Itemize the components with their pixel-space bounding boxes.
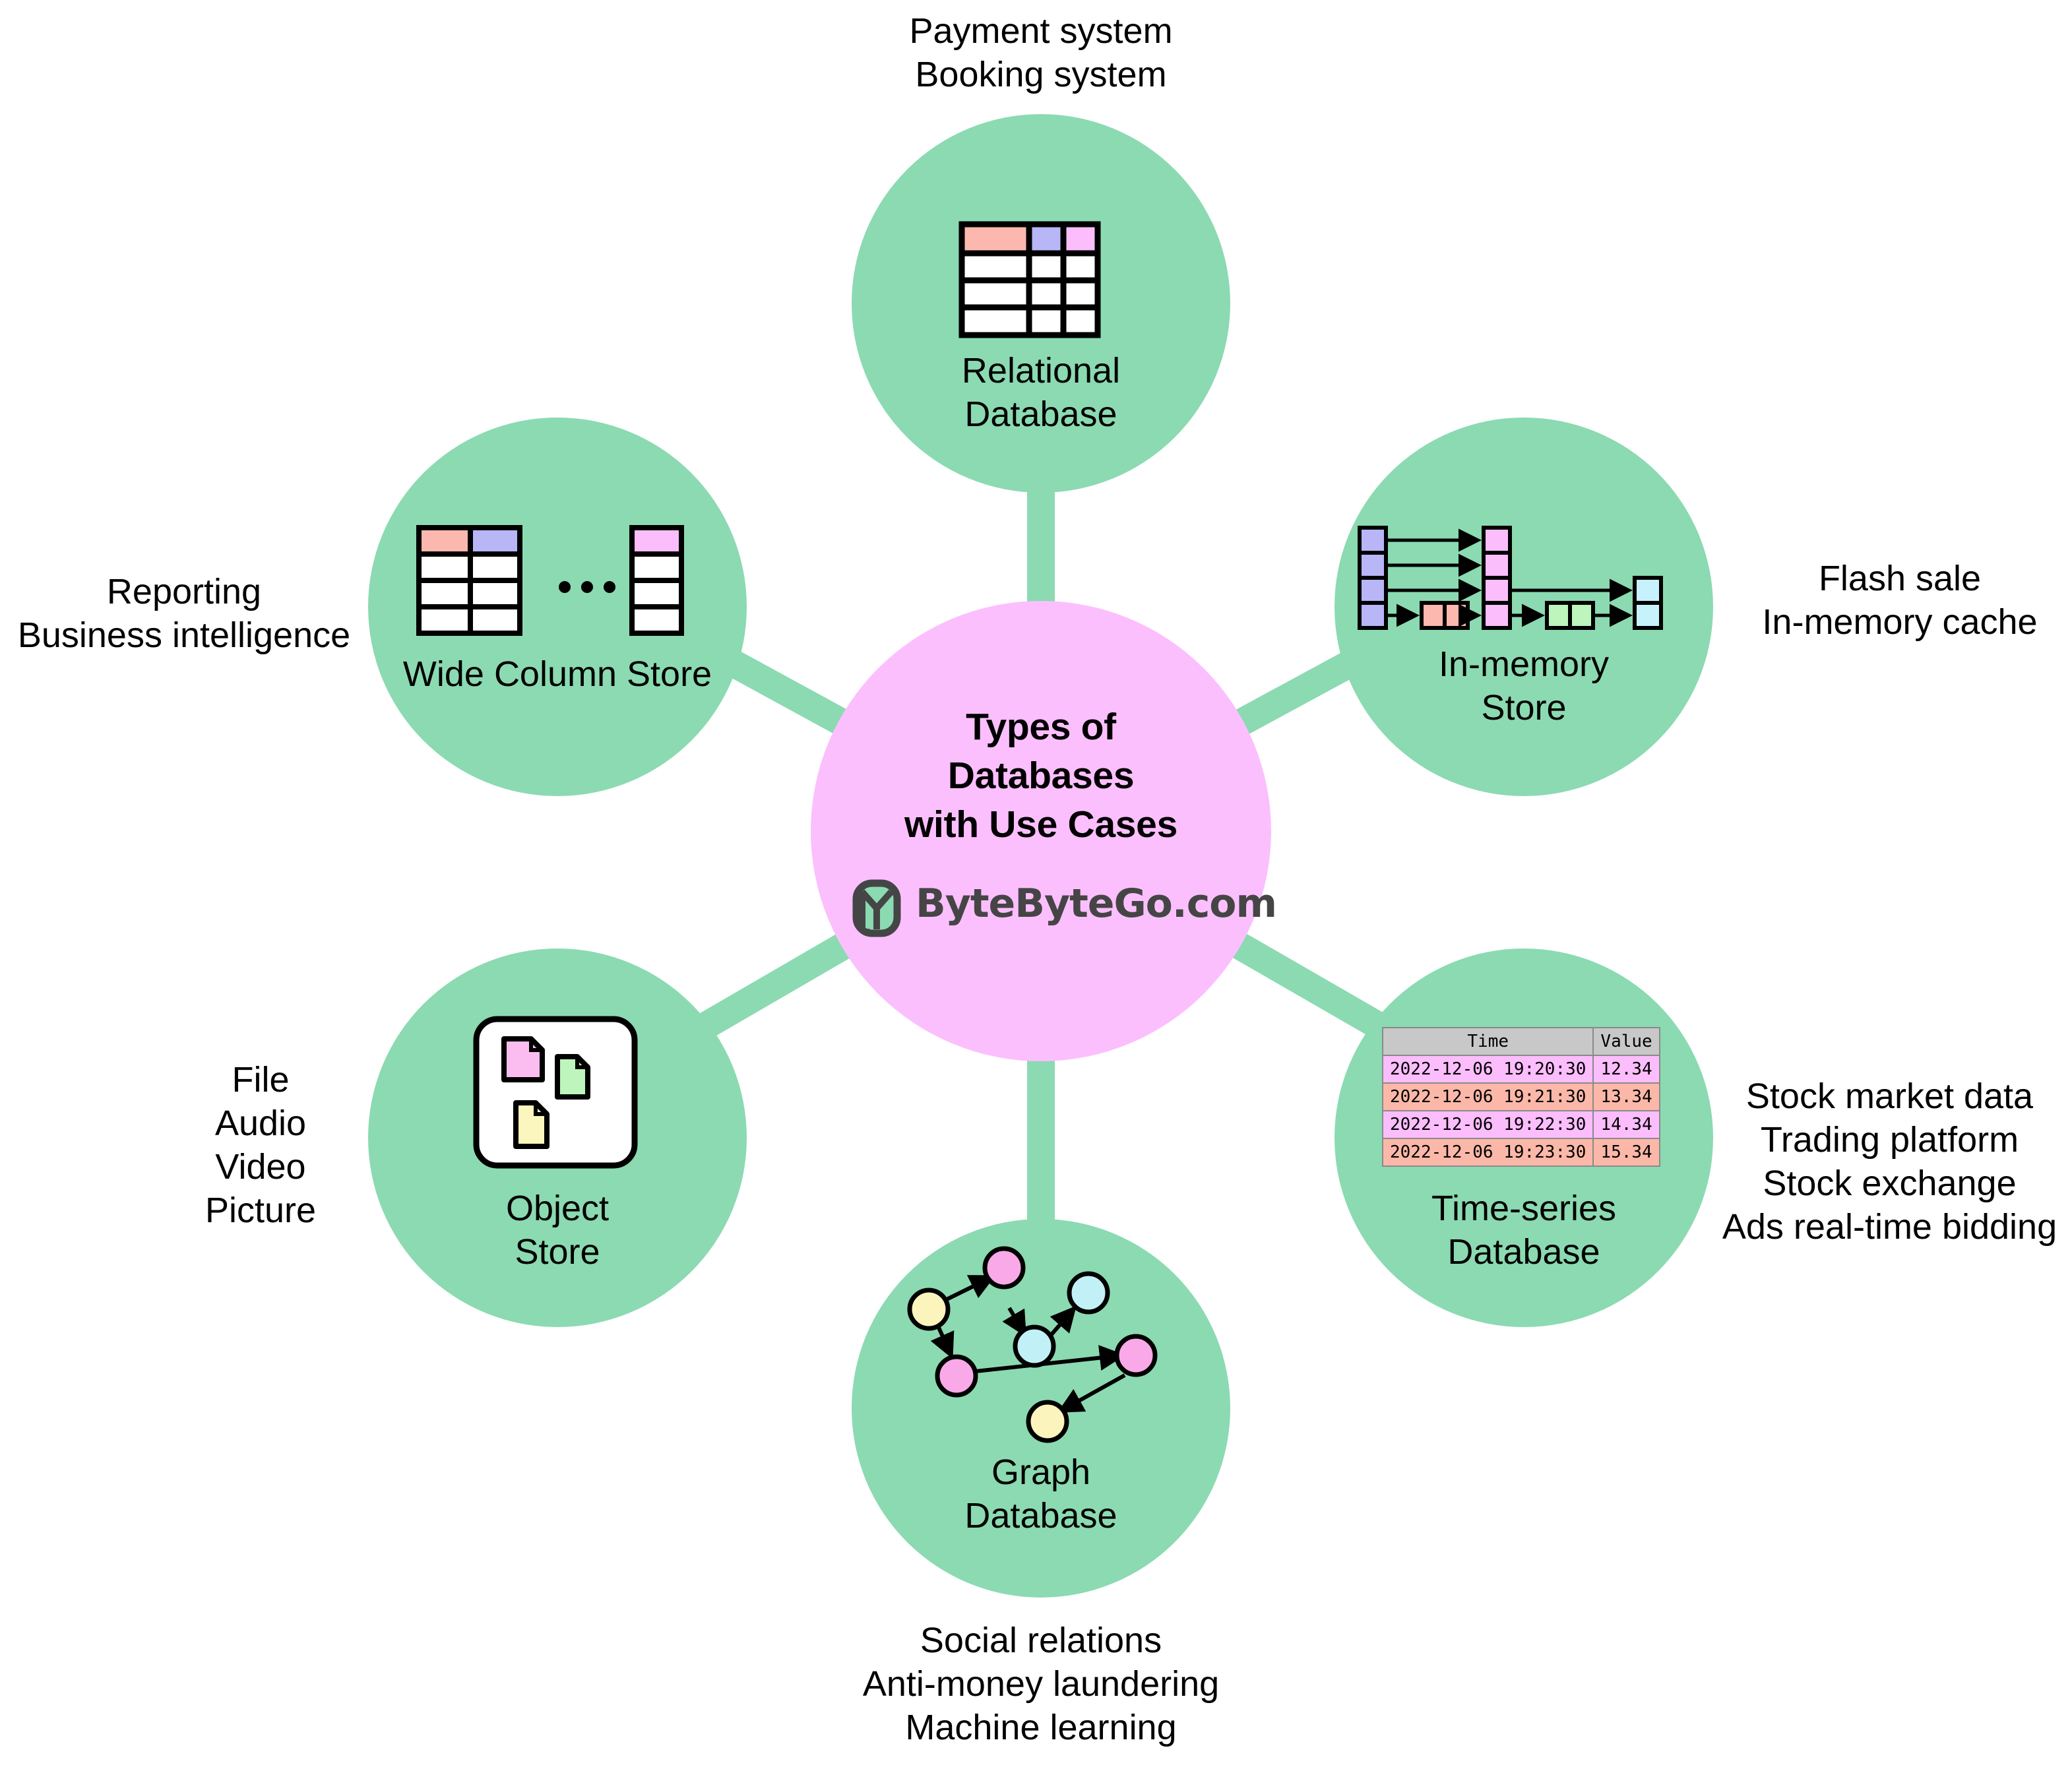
- documents-box-icon: [473, 1016, 638, 1169]
- graph-node-pink-2: [935, 1354, 978, 1398]
- node-label-wide-column-store: Wide Column Store: [402, 654, 712, 694]
- bytebytego-logo-icon: [852, 879, 901, 937]
- timeseries-cell-value: 12.34: [1592, 1055, 1660, 1084]
- timeseries-cell-value: 14.34: [1592, 1110, 1660, 1139]
- usecase-in-memory-store: Flash sale In-memory cache: [1762, 559, 2038, 642]
- table-row: 2022-12-06 19:23:30 15.34: [1381, 1138, 1660, 1167]
- table-row: 2022-12-06 19:21:30 13.34: [1381, 1082, 1660, 1111]
- relational-table-icon: [958, 221, 1101, 338]
- timeseries-cell-time: 2022-12-06 19:21:30: [1381, 1082, 1594, 1111]
- table-row: 2022-12-06 19:22:30 14.34: [1381, 1110, 1660, 1139]
- bytebytego-logo[interactable]: ByteByteGo.com: [856, 881, 1277, 927]
- usecase-graph-database: Social relations Anti-money laundering M…: [862, 1621, 1220, 1747]
- timeseries-cell-time: 2022-12-06 19:23:30: [1381, 1138, 1594, 1167]
- page-title: Types of Databases with Use Cases: [904, 706, 1177, 846]
- document-icon-green: [555, 1054, 590, 1100]
- usecase-object-store: File Audio Video Picture: [204, 1060, 317, 1230]
- timeseries-cell-time: 2022-12-06 19:20:30: [1381, 1055, 1594, 1084]
- timeseries-col-value: Value: [1592, 1027, 1660, 1056]
- node-circle-widecolumn[interactable]: [368, 418, 747, 796]
- timeseries-table: Time Value 2022-12-06 19:20:30 12.34 202…: [1381, 1027, 1660, 1167]
- node-label-relational-database: Relational Database: [961, 351, 1121, 434]
- timeseries-cell-value: 13.34: [1592, 1082, 1660, 1111]
- graph-node-cyan-2: [1067, 1271, 1110, 1315]
- wide-column-ellipsis-icon: [559, 581, 615, 593]
- bytebytego-logo-text: ByteByteGo.com: [916, 881, 1277, 927]
- timeseries-table-header-row: Time Value: [1381, 1027, 1660, 1056]
- timeseries-col-time: Time: [1381, 1027, 1594, 1056]
- wide-column-table-icon: [416, 525, 684, 636]
- document-icon-yellow: [513, 1100, 549, 1149]
- usecase-time-series-database: Stock market data Trading platform Stock…: [1722, 1076, 2057, 1247]
- graph-node-pink-1: [982, 1246, 1026, 1289]
- node-label-object-store: Object Store: [505, 1189, 610, 1272]
- hub-circle[interactable]: [811, 601, 1271, 1061]
- node-label-time-series-database: Time-series Database: [1431, 1189, 1617, 1272]
- usecase-relational-database: Payment system Booking system: [909, 11, 1173, 94]
- node-label-graph-database: Graph Database: [964, 1452, 1117, 1536]
- timeseries-cell-time: 2022-12-06 19:22:30: [1381, 1110, 1594, 1139]
- graph-node-yellow-1: [907, 1288, 951, 1331]
- node-label-in-memory-store: In-memory Store: [1438, 644, 1610, 728]
- table-row: 2022-12-06 19:20:30 12.34: [1381, 1055, 1660, 1084]
- usecase-wide-column-store: Reporting Business intelligence: [17, 572, 351, 655]
- document-icon-pink: [501, 1036, 545, 1082]
- graph-node-cyan-1: [1013, 1324, 1056, 1368]
- graph-node-yellow-2: [1026, 1400, 1069, 1443]
- graph-nodes-icon: [907, 1246, 1158, 1443]
- timeseries-cell-value: 15.34: [1592, 1138, 1660, 1167]
- hashtable-linkedlist-icon: [1358, 526, 1663, 630]
- graph-node-pink-3: [1114, 1334, 1158, 1377]
